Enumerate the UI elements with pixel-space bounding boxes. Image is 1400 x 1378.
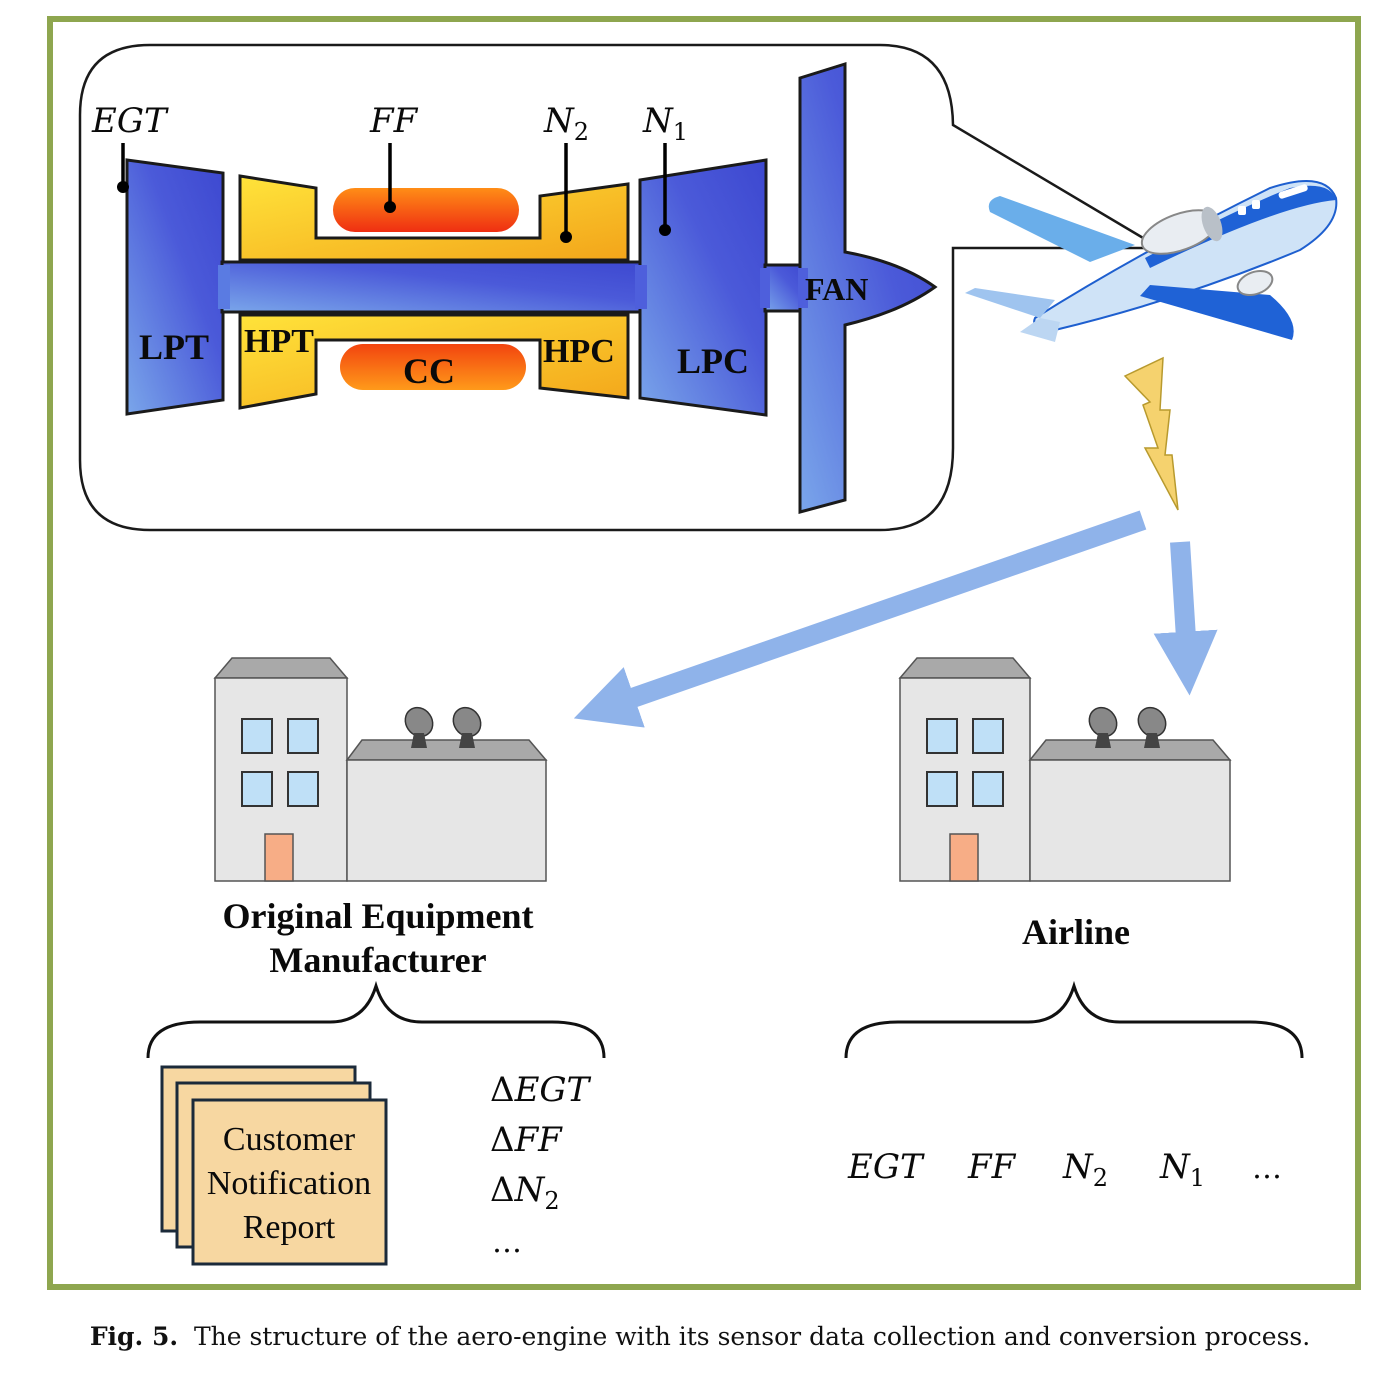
- hp-spool-upper: [238, 174, 630, 262]
- oem-window: [287, 771, 319, 807]
- oem-tower-roof: [213, 657, 349, 679]
- lightning-bolt-icon: [1123, 356, 1179, 511]
- oem-label-line2: Manufacturer: [269, 940, 486, 980]
- arrow-to-oem: [573, 510, 1147, 728]
- airplane-window-1: [1238, 206, 1246, 215]
- satellite-dish-icon: [1137, 706, 1167, 748]
- oem-building-icon: [213, 657, 548, 882]
- oem-window: [287, 718, 319, 754]
- airplane-fuselage-stripe: [1145, 185, 1336, 268]
- n2-sensor-label: N2: [543, 101, 589, 146]
- report-line3: Report: [243, 1209, 336, 1246]
- oem-param-delta-n2: ΔN2: [490, 1170, 560, 1215]
- shaft-seam-right: [635, 265, 647, 309]
- oem-brace: [146, 980, 606, 1059]
- airline-door: [949, 833, 979, 882]
- engine-diagram: EGT FF N2 N1 LPT HPT CC HPC LPC FAN: [91, 61, 938, 514]
- egt-probe-dot: [117, 181, 129, 193]
- satellite-dish-icon: [1088, 706, 1118, 748]
- oem-annex-roof: [345, 739, 548, 761]
- hp-spool-lower: [238, 313, 630, 410]
- oem-param-delta-ff: ΔFF: [490, 1120, 563, 1160]
- report-line2: Notification: [207, 1165, 371, 1202]
- airline-label: Airline: [1022, 912, 1130, 952]
- oem-label-line1: Original Equipment: [222, 896, 533, 936]
- figure-caption-text: The structure of the aero-engine with it…: [193, 1322, 1311, 1351]
- fan-label: FAN: [805, 271, 868, 307]
- figure-frame: [47, 16, 1361, 1290]
- airplane-window-2: [1252, 200, 1260, 209]
- lpc-shape: [638, 158, 768, 417]
- shaft-seam-fan2: [798, 268, 808, 308]
- lpt-shape: [125, 158, 225, 416]
- airplane-tail-fin: [1020, 318, 1060, 342]
- airline-brace: [844, 980, 1304, 1059]
- airline-param-ellipsis: …: [1252, 1151, 1282, 1186]
- airplane-near-wing: [1140, 285, 1294, 340]
- n1-sensor-label: N1: [642, 101, 688, 146]
- oem-door: [264, 833, 294, 882]
- satellite-dish-icon: [452, 706, 482, 748]
- airline-param-egt: EGT: [847, 1147, 925, 1187]
- oem-param-delta-egt: ΔEGT: [490, 1070, 592, 1110]
- figure-caption: Fig. 5. The structure of the aero-engine…: [0, 1322, 1400, 1351]
- shaft-seam-left: [218, 265, 230, 309]
- combustor-lower: [340, 344, 526, 390]
- satellite-dish-icon: [404, 706, 434, 748]
- airline-param-n1: N1: [1159, 1147, 1205, 1192]
- lp-shaft: [220, 260, 649, 314]
- airline-param-ff: FF: [967, 1147, 1017, 1187]
- oem-window: [241, 771, 273, 807]
- hpc-label: HPC: [543, 333, 615, 370]
- egt-sensor-label: EGT: [91, 101, 169, 141]
- figure-caption-label: Fig. 5.: [89, 1322, 179, 1351]
- customer-notification-report: Customer Notification Report: [160, 1065, 388, 1266]
- airline-building-icon: [898, 657, 1232, 882]
- airline-window: [972, 718, 1004, 754]
- airplane-tail: [965, 288, 1055, 318]
- airplane-windshield: [1278, 184, 1308, 199]
- hpt-label: HPT: [244, 323, 314, 360]
- cc-label: CC: [403, 351, 455, 391]
- airline-tower-roof: [898, 657, 1032, 679]
- airplane-icon: [965, 180, 1338, 342]
- lpc-label: LPC: [677, 341, 749, 381]
- lpt-label: LPT: [139, 327, 209, 367]
- oem-param-ellipsis: …: [492, 1225, 522, 1260]
- airline-window: [926, 771, 958, 807]
- airplane-engine-near-intake: [1201, 206, 1223, 242]
- oem-annex: [346, 759, 547, 882]
- airline-param-n2: N2: [1062, 1147, 1108, 1192]
- n2-probe-dot: [560, 231, 572, 243]
- airline-annex: [1029, 759, 1231, 882]
- airline-window: [972, 771, 1004, 807]
- airplane-engine-far: [1236, 269, 1274, 297]
- arrow-to-airline: [1153, 541, 1218, 696]
- ff-sensor-label: FF: [369, 101, 419, 141]
- ff-probe-dot: [384, 201, 396, 213]
- n1-probe-dot: [659, 224, 671, 236]
- report-page-front: [191, 1098, 388, 1266]
- airplane-far-wing: [988, 196, 1135, 262]
- oem-window: [241, 718, 273, 754]
- fan-shape: [798, 61, 938, 514]
- figure: EGT FF N2 N1 LPT HPT CC HPC LPC FAN: [47, 16, 1361, 1290]
- shaft-seam-fan: [760, 268, 770, 308]
- combustor-upper: [333, 188, 519, 232]
- airline-annex-roof: [1028, 739, 1232, 761]
- report-line1: Customer: [223, 1121, 356, 1158]
- airline-window: [926, 718, 958, 754]
